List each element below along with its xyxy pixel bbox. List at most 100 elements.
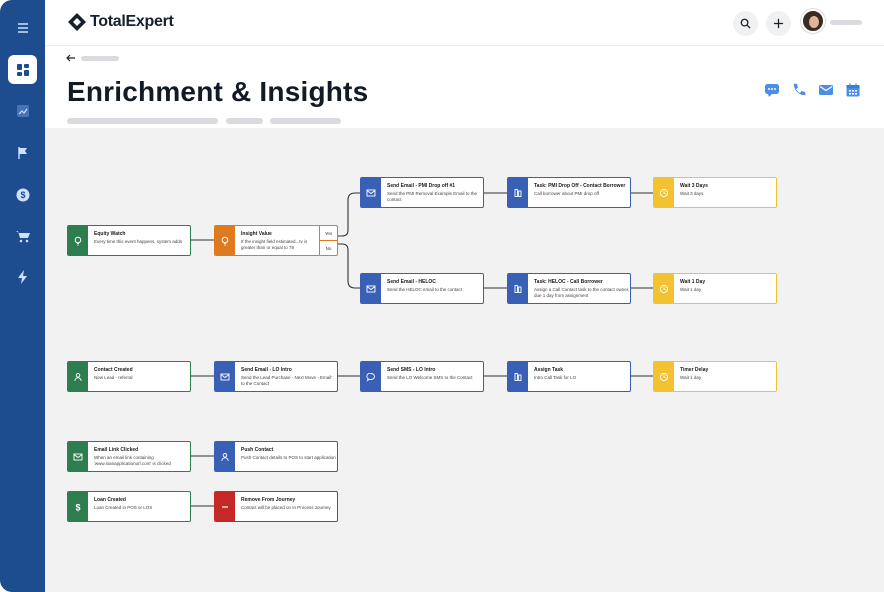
subtitle-placeholder [67,118,218,124]
branch-selector: Yes No [319,226,337,255]
avatar[interactable] [801,9,825,33]
dashboard-icon[interactable] [8,55,37,84]
svg-text:$: $ [75,502,80,512]
flag-icon[interactable] [8,138,37,167]
mail-icon [68,442,88,471]
node-title: Task: HELOC - Call Borrower [534,279,603,285]
sidebar: $ [0,0,45,592]
node-title: Equity Watch [94,231,126,237]
add-button[interactable] [766,11,791,36]
node-description: Every time this event happens, system ad… [94,239,183,244]
node-description: Send the Lead Purchase - Next Move - Ema… [241,375,333,386]
node-title: Push Contact [241,447,274,453]
node-description: If the insight field estimated...tv is g… [241,239,308,250]
menu-icon[interactable] [8,13,37,42]
user-icon [215,442,235,471]
node-description: Send the PMI Removal Example Email to th… [387,191,478,202]
task-icon [508,274,528,303]
node-title: Assign Task [534,367,564,373]
trend-icon[interactable] [8,96,37,125]
user-name-placeholder [830,20,862,25]
calendar-icon[interactable] [845,82,861,98]
node-description: Contact will be placed on In Process Jou… [241,505,331,510]
action-send-email-heloc[interactable]: Send Email - HELOC Send the HELOC email t… [360,273,484,304]
node-description: Loan Created in POS or LOS [94,505,153,510]
node-description: Wait 3 days [680,191,704,196]
node-title: Timer Delay [680,367,709,373]
node-title: Send Email - LO Intro [241,367,292,373]
mail-icon[interactable] [818,82,834,98]
condition-insight-value[interactable]: Insight Value If the insight field estima… [214,225,338,256]
cart-icon[interactable] [8,221,37,250]
lightning-icon[interactable] [8,262,37,291]
node-description: Assign a Call Contact task to the contac… [534,287,630,298]
connector-lines [191,192,653,507]
node-title: Send Email - PMI Drop off #1 [387,183,456,189]
chat-icon[interactable] [764,82,780,98]
sms-icon [361,362,381,391]
node-title: Loan Created [94,497,126,503]
search-button[interactable] [733,11,758,36]
minus-icon [215,492,235,521]
brand-name: TotalExpert [90,13,174,30]
task-icon [508,362,528,391]
branch-yes[interactable]: Yes [320,226,337,241]
lightbulb-icon [68,226,88,255]
user-icon [68,362,88,391]
node-description: New Lead - referral [94,375,133,380]
node-title: Wait 3 Days [680,183,708,189]
node-title: Send SMS - LO Intro [387,367,436,373]
mail-icon [215,362,235,391]
clock-icon [654,274,674,303]
svg-text:$: $ [20,190,25,200]
mail-icon [361,178,381,207]
node-description: Wait 1 day [680,287,702,292]
node-description: Wait 1 day [680,375,702,380]
top-bar: TotalExpert [45,0,884,46]
node-description: Intro Call Task for LO [534,375,577,380]
lightbulb-icon [215,226,235,255]
node-title: Insight Value [241,231,272,237]
dollar-icon[interactable]: $ [8,180,37,209]
task-icon [508,178,528,207]
clock-icon [654,178,674,207]
node-title: Task: PMI Drop Off - Contact Borrower [534,183,626,189]
node-description: When an email link containing 'www.loana… [94,455,171,466]
action-send-email-pmi[interactable]: Send Email - PMI Drop off #1 Send the PMI… [360,177,484,208]
back-arrow-icon[interactable] [66,53,76,63]
node-description: Send the LO Welcome SMS to the Contact [387,375,473,380]
node-title: Send Email - HELOC [387,279,436,285]
subtitle-placeholder [226,118,263,124]
clock-icon [654,362,674,391]
plus-icon [773,18,784,29]
node-description: Call borrower about PMI drop off [534,191,599,196]
node-title: Wait 1 Day [680,279,706,285]
breadcrumb-placeholder [81,56,119,61]
node-title: Contact Created [94,367,133,373]
branch-no[interactable]: No [325,245,332,251]
node-title: Email Link Clicked [94,447,139,453]
node-title: Remove From Journey [241,497,296,503]
mail-icon [361,274,381,303]
phone-icon[interactable] [791,82,807,98]
node-description: Send the HELOC email to the contact [387,287,463,292]
page-title: Enrichment & Insights [67,76,369,107]
logo-mark-icon [68,13,86,31]
brand-logo[interactable]: TotalExpert [67,12,174,32]
node-description: Push Contact details to POS to start app… [241,455,336,460]
